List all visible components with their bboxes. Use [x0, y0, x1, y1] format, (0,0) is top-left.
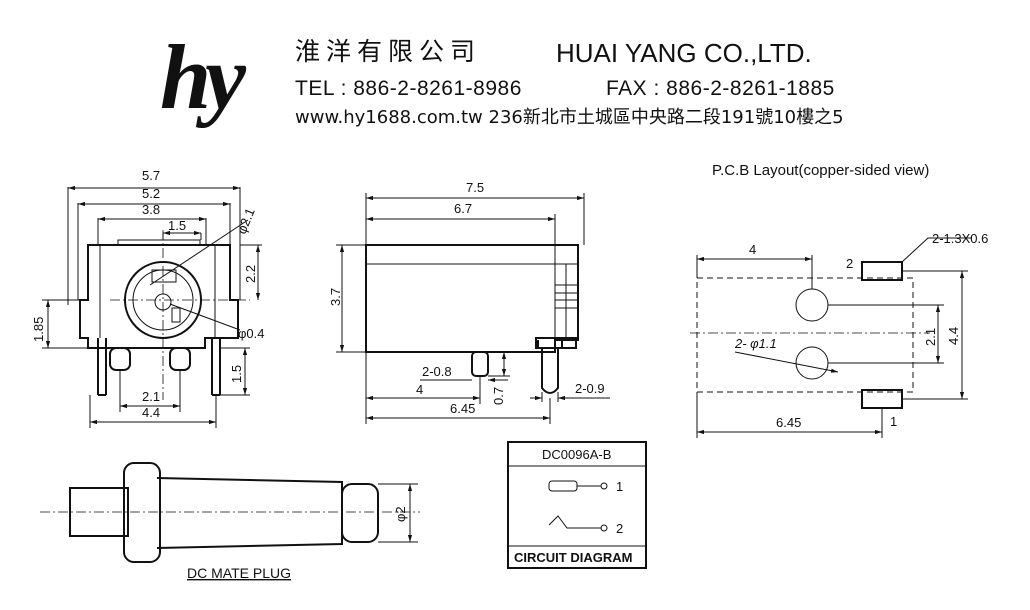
- company-name-en: HUAI YANG CO.,LTD.: [556, 38, 812, 68]
- plug-caption: DC MATE PLUG: [187, 565, 291, 581]
- circuit-diagram: DC0096A-B 1 2 CIRCUIT DIAGRAM: [507, 441, 647, 569]
- dim-pcb-4: 4: [749, 242, 756, 257]
- dim-front-5-2: 5.2: [142, 186, 160, 201]
- dim-front-2-1: 2.1: [142, 389, 160, 404]
- company-logo: hy: [160, 26, 253, 128]
- pcb-title: P.C.B Layout(copper-sided view): [712, 162, 929, 179]
- circuit-pin-1: 1: [616, 479, 623, 494]
- dim-front-1-5: 1.5: [168, 218, 186, 233]
- dim-side-2-0-8: 2-0.8: [422, 364, 452, 379]
- dim-side-7-5: 7.5: [466, 180, 484, 195]
- logo-text: hy: [160, 26, 247, 128]
- dim-front-2-2: 2.2: [243, 265, 258, 283]
- dim-side-4: 4: [416, 382, 423, 397]
- pcb-layout: P.C.B Layout(copper-sided view) 4 2-1.3X…: [690, 162, 988, 438]
- company-header: hy 淮洋有限公司 HUAI YANG CO.,LTD. TEL : 886-2…: [160, 26, 844, 128]
- dim-pcb-holes: 2- φ1.1: [734, 336, 777, 351]
- dim-pcb-pad: 2-1.3X0.6: [932, 231, 988, 246]
- dim-front-phi-2-1: φ2.1: [234, 206, 258, 236]
- fax: FAX : 886-2-8261-1885: [606, 77, 835, 100]
- dc-mate-plug: φ2 DC MATE PLUG: [40, 462, 420, 581]
- dim-pcb-4-4: 4.4: [946, 327, 961, 345]
- dim-pcb-2-1: 2.1: [923, 328, 938, 346]
- company-name-cn: 淮洋有限公司: [295, 37, 481, 66]
- dim-side-0-7: 0.7: [491, 387, 506, 405]
- dim-side-6-45: 6.45: [450, 401, 475, 416]
- circuit-part-number: DC0096A-B: [542, 447, 611, 462]
- telephone: TEL : 886-2-8261-8986: [295, 77, 522, 100]
- dim-front-phi-0-4: φ0.4: [238, 326, 265, 341]
- circuit-pin-2: 2: [616, 521, 623, 536]
- dim-side-6-7: 6.7: [454, 201, 472, 216]
- dim-plug-phi-2: φ2: [393, 506, 408, 522]
- pcb-pin-2: 2: [846, 256, 853, 271]
- dim-front-5-7: 5.7: [142, 168, 160, 183]
- dim-front-1-5-right: 1.5: [229, 365, 244, 383]
- front-view: 5.7 5.2 3.8 1.5 φ2.1 2.2 φ0.4 1.85 1.5 2…: [31, 168, 265, 428]
- side-view: 7.5 6.7 3.7 2-0.8 4 0.7 2-0.9 6.45: [328, 180, 610, 424]
- dim-side-2-0-9: 2-0.9: [575, 381, 605, 396]
- dim-front-1-85: 1.85: [31, 317, 46, 342]
- pcb-pin-1: 1: [890, 414, 897, 429]
- dim-front-3-8: 3.8: [142, 202, 160, 217]
- circuit-caption: CIRCUIT DIAGRAM: [514, 550, 632, 565]
- dim-side-3-7: 3.7: [328, 288, 343, 306]
- address: www.hy1688.com.tw 236新北市土城區中央路二段191號10樓之…: [295, 107, 844, 128]
- dim-pcb-6-45: 6.45: [776, 415, 801, 430]
- dim-front-4-4: 4.4: [142, 405, 160, 420]
